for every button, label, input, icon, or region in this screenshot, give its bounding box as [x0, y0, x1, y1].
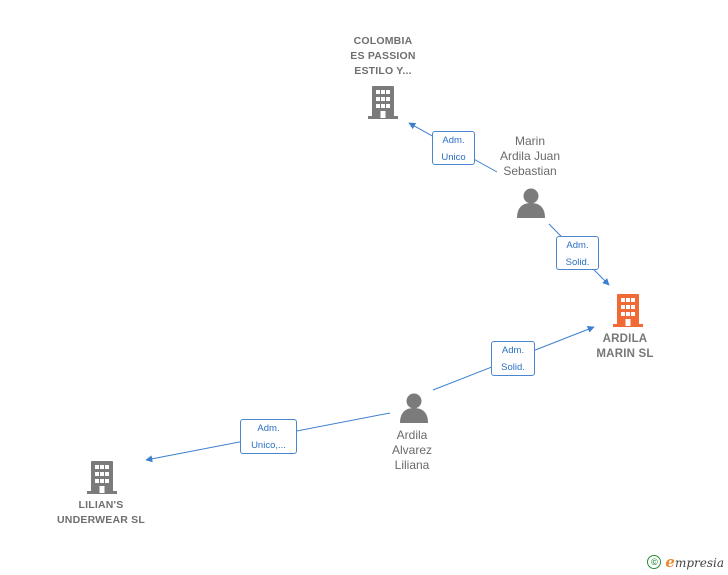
edge-label-adm-solid-ardila[interactable]: Adm. Solid.: [491, 341, 535, 376]
building-icon-colombia[interactable]: [368, 86, 398, 119]
edge-label-adm-unico[interactable]: Adm. Unico: [432, 131, 475, 165]
node-label-marin-juan[interactable]: Marin Ardila Juan Sebastian: [499, 134, 561, 178]
building-icon-ardila-marin[interactable]: [613, 294, 643, 327]
footer-brand: © empresia: [647, 553, 724, 571]
node-label-colombia[interactable]: COLOMBIA ES PASSION ESTILO Y...: [350, 35, 416, 77]
node-label-ardila-alvarez[interactable]: Ardila Alvarez Liliana: [391, 428, 432, 472]
building-icon-lilians[interactable]: [87, 461, 117, 494]
edge-label-adm-unico-lilians[interactable]: Adm. Unico,...: [240, 419, 297, 454]
brand-logo[interactable]: empresia: [665, 553, 724, 571]
copyright-icon: ©: [647, 555, 662, 569]
node-label-ardila-marin[interactable]: ARDILA MARIN SL: [596, 333, 654, 360]
person-icon-marin-juan[interactable]: [517, 188, 545, 219]
node-label-lilians[interactable]: LILIAN'S UNDERWEAR SL: [57, 499, 145, 526]
edge-label-adm-solid-marin[interactable]: Adm. Solid.: [556, 236, 599, 270]
person-icon-ardila-alvarez[interactable]: [400, 393, 428, 424]
